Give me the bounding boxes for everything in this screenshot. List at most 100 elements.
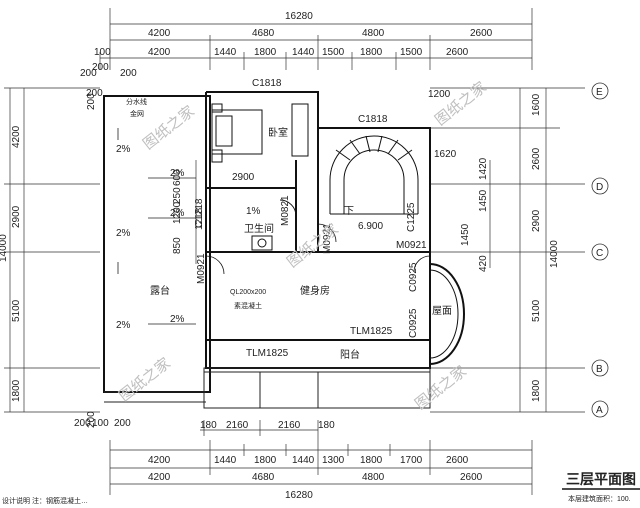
drawing-note: 本层建筑面积：100. [568, 494, 631, 503]
top-dim-r2-1: 4200 [148, 47, 171, 58]
left-small-1: 200 [86, 93, 97, 110]
top-dim-r2-3: 1800 [254, 47, 277, 58]
spiral-stair [329, 135, 419, 215]
label-door-stair: M0921 [322, 223, 333, 254]
bottom-overall-dim: 16280 [285, 490, 313, 501]
axis-markers [591, 82, 609, 418]
label-door-bath: M0821 [280, 195, 291, 226]
left-small-2: 200 [86, 411, 97, 428]
bottom-dim-r1-8: 2600 [446, 455, 469, 466]
drawing-title: 三层平面图 [566, 471, 636, 487]
room-roof: 屋面 [432, 305, 452, 317]
bottom-dim-r2-4: 2600 [460, 472, 483, 483]
bottom-dim-r0-4: 180 [318, 420, 335, 431]
label-leaf-b: 金网 [130, 109, 144, 118]
label-round-win-2: C0925 [408, 308, 419, 338]
label-window-east: C1225 [406, 202, 417, 232]
left-dim-3: 5100 [11, 299, 22, 322]
bottom-small-1: 200 [74, 418, 91, 429]
left-inner-1: 1200 [172, 201, 183, 224]
bottom-dim-r1-6: 1800 [360, 455, 383, 466]
bottom-dim-r1-1: 4200 [148, 455, 171, 466]
top-dim-r2-7: 1500 [400, 47, 423, 58]
left-dim-4: 1800 [11, 379, 22, 402]
top-dim-3: 4800 [362, 28, 385, 39]
bottom-dim-r1-7: 1700 [400, 455, 423, 466]
right-inner-6: 420 [478, 255, 489, 272]
top-small-3: 200 [92, 62, 109, 73]
watermark-4: 图纸之家 [116, 355, 174, 405]
bottom-small-2: 100 [92, 418, 109, 429]
left-inner-4: 1218 [194, 207, 205, 230]
slope-2: 2% [170, 208, 185, 219]
round-bay-inner [429, 269, 459, 359]
axis-d: D [596, 182, 603, 193]
slope-bath: 1% [246, 206, 261, 217]
label-round-win-1: C0925 [408, 262, 419, 292]
label-stair-down: 下 [344, 206, 354, 217]
top-dim-edge: 100 [94, 47, 111, 58]
top-dimensions [99, 8, 533, 70]
label-window-bed: C1818 [252, 78, 282, 89]
label-door-west: M0921 [196, 253, 207, 284]
room-terrace: 露台 [150, 284, 170, 297]
room-balcony: 阳台 [340, 348, 360, 361]
axis-e: E [596, 87, 603, 98]
label-stair-level: 6.900 [358, 221, 383, 232]
room-bathroom: 卫生间 [244, 222, 274, 235]
left-inner-2: 250 [172, 187, 183, 204]
bathroom-fixtures [251, 199, 297, 251]
bottom-dim-r2-1: 4200 [148, 472, 171, 483]
watermark-2: 图纸之家 [432, 79, 490, 129]
slope-5: 2% [116, 228, 131, 239]
top-small-4: 200 [86, 88, 103, 99]
label-window-stair: C1818 [358, 114, 388, 125]
label-tlm-1: TLM1825 [350, 326, 393, 337]
right-dim-5: 1800 [531, 379, 542, 402]
label-beam-sub: 素混凝土 [234, 301, 262, 310]
bottom-dim-r1-5: 1300 [322, 455, 345, 466]
right-dim-3: 2900 [531, 209, 542, 232]
axis-a: A [596, 405, 603, 416]
room-gym: 健身房 [300, 284, 330, 297]
top-overall-dim: 16280 [285, 11, 313, 22]
slope-3: 2% [170, 314, 185, 325]
room-bedroom: 卧室 [268, 126, 288, 139]
right-inner-1: 1200 [428, 89, 451, 100]
left-dimensions [4, 87, 197, 413]
slope-1: 2% [170, 168, 185, 179]
bottom-dim-r1-4: 1440 [292, 455, 315, 466]
axis-c: C [596, 248, 603, 259]
top-small-2: 200 [120, 68, 137, 79]
left-dim-2: 2900 [11, 205, 22, 228]
right-dimensions [430, 87, 585, 413]
right-inner-4: 1450 [478, 189, 489, 212]
watermark-5: 图纸之家 [412, 363, 470, 413]
top-dim-r2-4: 1440 [292, 47, 315, 58]
top-dim-r2-2: 1440 [214, 47, 237, 58]
right-inner-3: 1420 [478, 157, 489, 180]
right-dim-1: 1600 [531, 93, 542, 116]
bottom-small-3: 200 [114, 418, 131, 429]
label-leaf-a: 分水线 [126, 97, 147, 106]
top-dim-4: 2600 [470, 28, 493, 39]
door-swings [205, 223, 431, 275]
top-small-1: 200 [80, 68, 97, 79]
label-door-east: M0921 [396, 240, 427, 251]
top-dim-r2-5: 1500 [322, 47, 345, 58]
label-window-bath: C1218 [194, 198, 205, 228]
drawing-left-note: 设计说明 注：钢筋混凝土… [2, 496, 88, 505]
label-beam: QL200x200 [230, 289, 266, 296]
left-inner-3: 600 [172, 169, 183, 186]
right-dim-2: 2600 [531, 147, 542, 170]
watermark-1: 图纸之家 [140, 103, 198, 153]
bottom-dim-r2-2: 4680 [252, 472, 275, 483]
axis-b: B [596, 364, 603, 375]
slope-4: 2% [116, 144, 131, 155]
left-cut-dim: 14000 [0, 234, 9, 262]
top-dim-2: 4680 [252, 28, 275, 39]
bottom-dim-r0-1: 180 [200, 420, 217, 431]
round-bay [429, 263, 465, 365]
right-dim-4: 5100 [531, 299, 542, 322]
